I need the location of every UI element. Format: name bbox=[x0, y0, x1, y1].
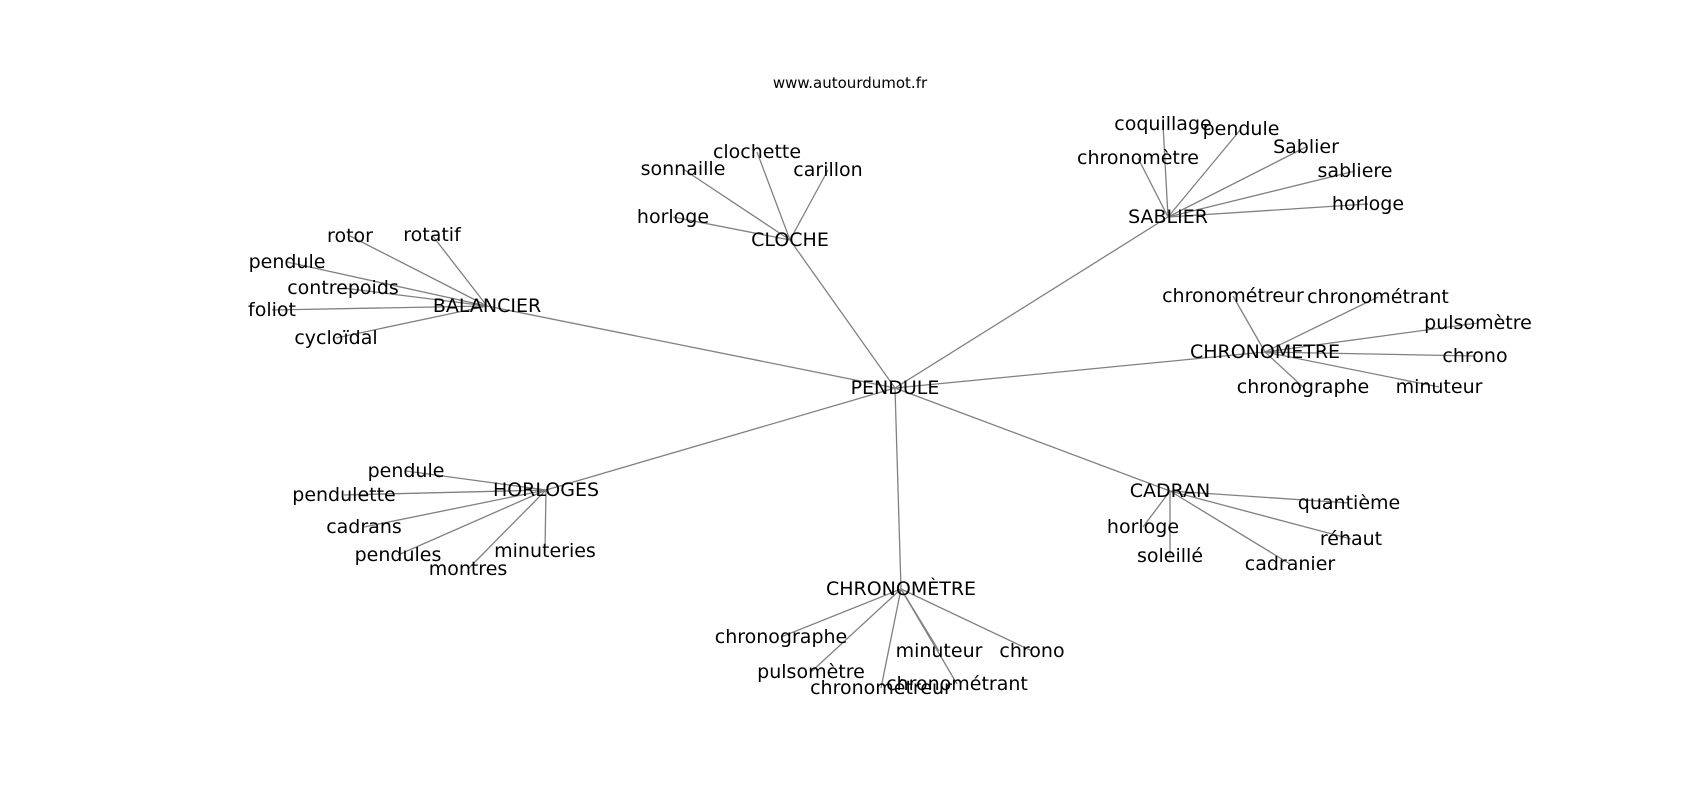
leaf-word-node[interactable]: sabliere bbox=[1318, 160, 1393, 182]
branch-word-node[interactable]: HORLOGES bbox=[493, 479, 599, 501]
leaf-word-node[interactable]: cadrans bbox=[326, 516, 402, 538]
leaf-word-node[interactable]: sonnaille bbox=[641, 158, 726, 180]
leaf-word-node[interactable]: chronographe bbox=[1237, 376, 1369, 398]
edge-center-to-2 bbox=[486, 305, 896, 389]
edge-branch-6-child-4 bbox=[900, 588, 958, 685]
leaf-word-node[interactable]: minuteur bbox=[1396, 376, 1483, 398]
center-word-node[interactable]: PENDULE bbox=[851, 377, 940, 399]
leaf-word-node[interactable]: minuteur bbox=[896, 640, 983, 662]
edge-branch-2-child-5 bbox=[335, 305, 488, 339]
leaf-word-node[interactable]: clochette bbox=[713, 141, 801, 163]
edge-center-to-6 bbox=[894, 387, 902, 590]
leaf-word-node[interactable]: cycloïdal bbox=[294, 327, 377, 349]
edge-branch-4-child-5 bbox=[544, 489, 547, 552]
leaf-word-node[interactable]: pendule bbox=[1203, 118, 1280, 140]
leaf-word-node[interactable]: chrono bbox=[1442, 345, 1507, 367]
edge-branch-5-child-4 bbox=[1169, 490, 1291, 565]
leaf-word-node[interactable]: soleillé bbox=[1137, 545, 1203, 567]
edge-branch-3-child-2 bbox=[1264, 322, 1479, 353]
leaf-word-node[interactable]: coquillage bbox=[1114, 113, 1211, 135]
edge-branch-4-child-1 bbox=[343, 489, 547, 496]
edge-branch-0-child-3 bbox=[672, 216, 791, 241]
edge-branch-6-child-1 bbox=[810, 588, 902, 673]
site-url: www.autourdumot.fr bbox=[773, 74, 928, 92]
leaf-word-node[interactable]: rotor bbox=[327, 225, 373, 247]
edge-branch-1-child-5 bbox=[1167, 203, 1369, 218]
edge-branch-6-child-5 bbox=[900, 588, 1033, 652]
leaf-word-node[interactable]: pendulette bbox=[292, 484, 395, 506]
edges-layer bbox=[271, 123, 1479, 689]
leaf-word-node[interactable]: horloge bbox=[637, 206, 709, 228]
leaf-word-node[interactable]: quantième bbox=[1298, 492, 1400, 514]
leaf-word-node[interactable]: carillon bbox=[793, 159, 862, 181]
edge-branch-4-child-3 bbox=[397, 489, 547, 556]
leaf-word-node[interactable]: pendule bbox=[249, 251, 326, 273]
edge-center-to-1 bbox=[894, 216, 1169, 389]
edge-branch-2-child-0 bbox=[349, 235, 488, 307]
edge-branch-2-child-3 bbox=[342, 287, 488, 307]
edge-branch-3-child-5 bbox=[1264, 351, 1440, 388]
leaf-word-node[interactable]: horloge bbox=[1332, 193, 1404, 215]
edge-branch-5-child-2 bbox=[1169, 490, 1352, 540]
leaf-word-node[interactable]: chronométreur bbox=[810, 677, 952, 699]
leaf-word-node[interactable]: pendule bbox=[368, 460, 445, 482]
branch-word-node[interactable]: SABLIER bbox=[1128, 206, 1208, 228]
edge-center-to-5 bbox=[894, 387, 1171, 492]
leaf-word-node[interactable]: chronométrant bbox=[1307, 286, 1449, 308]
leaf-word-node[interactable]: minuteries bbox=[494, 540, 596, 562]
edge-branch-4-child-2 bbox=[363, 489, 547, 528]
branch-word-node[interactable]: CADRAN bbox=[1130, 480, 1211, 502]
leaf-word-node[interactable]: foliot bbox=[248, 299, 296, 321]
branch-word-node[interactable]: BALANCIER bbox=[433, 295, 541, 317]
edge-branch-6-child-0 bbox=[780, 588, 902, 638]
edge-branch-1-child-3 bbox=[1167, 146, 1307, 218]
leaf-word-node[interactable]: chronométreur bbox=[1162, 285, 1304, 307]
leaf-word-node[interactable]: pendules bbox=[355, 544, 442, 566]
leaf-word-node[interactable]: chrono bbox=[999, 640, 1064, 662]
edge-branch-3-child-1 bbox=[1264, 296, 1379, 353]
leaf-word-node[interactable]: réhaut bbox=[1320, 528, 1382, 550]
leaf-word-node[interactable]: pulsomètre bbox=[1424, 312, 1532, 334]
leaf-word-node[interactable]: Sablier bbox=[1273, 136, 1339, 158]
edge-branch-0-child-1 bbox=[756, 151, 791, 241]
edge-branch-1-child-0 bbox=[1162, 123, 1169, 218]
edge-branch-6-child-2 bbox=[880, 588, 902, 689]
edge-branch-4-child-4 bbox=[467, 489, 547, 570]
edge-branch-3-child-0 bbox=[1232, 295, 1266, 353]
branch-word-node[interactable]: CLOCHE bbox=[751, 229, 829, 251]
edge-branch-1-child-4 bbox=[1167, 170, 1356, 218]
leaf-word-node[interactable]: chronomètre bbox=[1077, 147, 1199, 169]
leaf-word-node[interactable]: montres bbox=[429, 558, 508, 580]
edge-branch-2-child-1 bbox=[431, 234, 488, 307]
edge-branch-0-child-2 bbox=[789, 169, 829, 241]
edge-branch-2-child-2 bbox=[286, 261, 488, 307]
nodes-layer: sonnailleclochettecarillonhorlogeCLOCHEc… bbox=[248, 113, 1532, 699]
edge-branch-5-child-0 bbox=[1142, 490, 1171, 528]
edge-branch-1-child-2 bbox=[1137, 157, 1169, 218]
branch-word-node[interactable]: CHRONOMÈTRE bbox=[826, 577, 976, 600]
edge-center-to-4 bbox=[545, 387, 896, 491]
edge-branch-5-child-1 bbox=[1169, 490, 1350, 504]
edge-branch-3-child-3 bbox=[1264, 351, 1476, 357]
edge-branch-2-child-4 bbox=[271, 305, 488, 311]
leaf-word-node[interactable]: cadranier bbox=[1245, 553, 1336, 575]
edge-branch-1-child-1 bbox=[1167, 128, 1242, 218]
leaf-word-node[interactable]: contrepoids bbox=[287, 277, 399, 299]
edge-branch-3-child-4 bbox=[1264, 351, 1304, 388]
edge-center-to-3 bbox=[894, 351, 1266, 389]
leaf-word-node[interactable]: rotatif bbox=[403, 224, 462, 246]
leaf-word-node[interactable]: horloge bbox=[1107, 516, 1179, 538]
edge-branch-4-child-0 bbox=[405, 470, 547, 491]
edge-branch-0-child-0 bbox=[682, 168, 791, 241]
edge-center-to-0 bbox=[789, 239, 896, 389]
branch-word-node[interactable]: CHRONOMETRE bbox=[1190, 341, 1340, 363]
leaf-word-node[interactable]: chronométrant bbox=[886, 673, 1028, 695]
leaf-word-node[interactable]: chronographe bbox=[715, 626, 847, 648]
leaf-word-node[interactable]: pulsomètre bbox=[757, 661, 865, 683]
